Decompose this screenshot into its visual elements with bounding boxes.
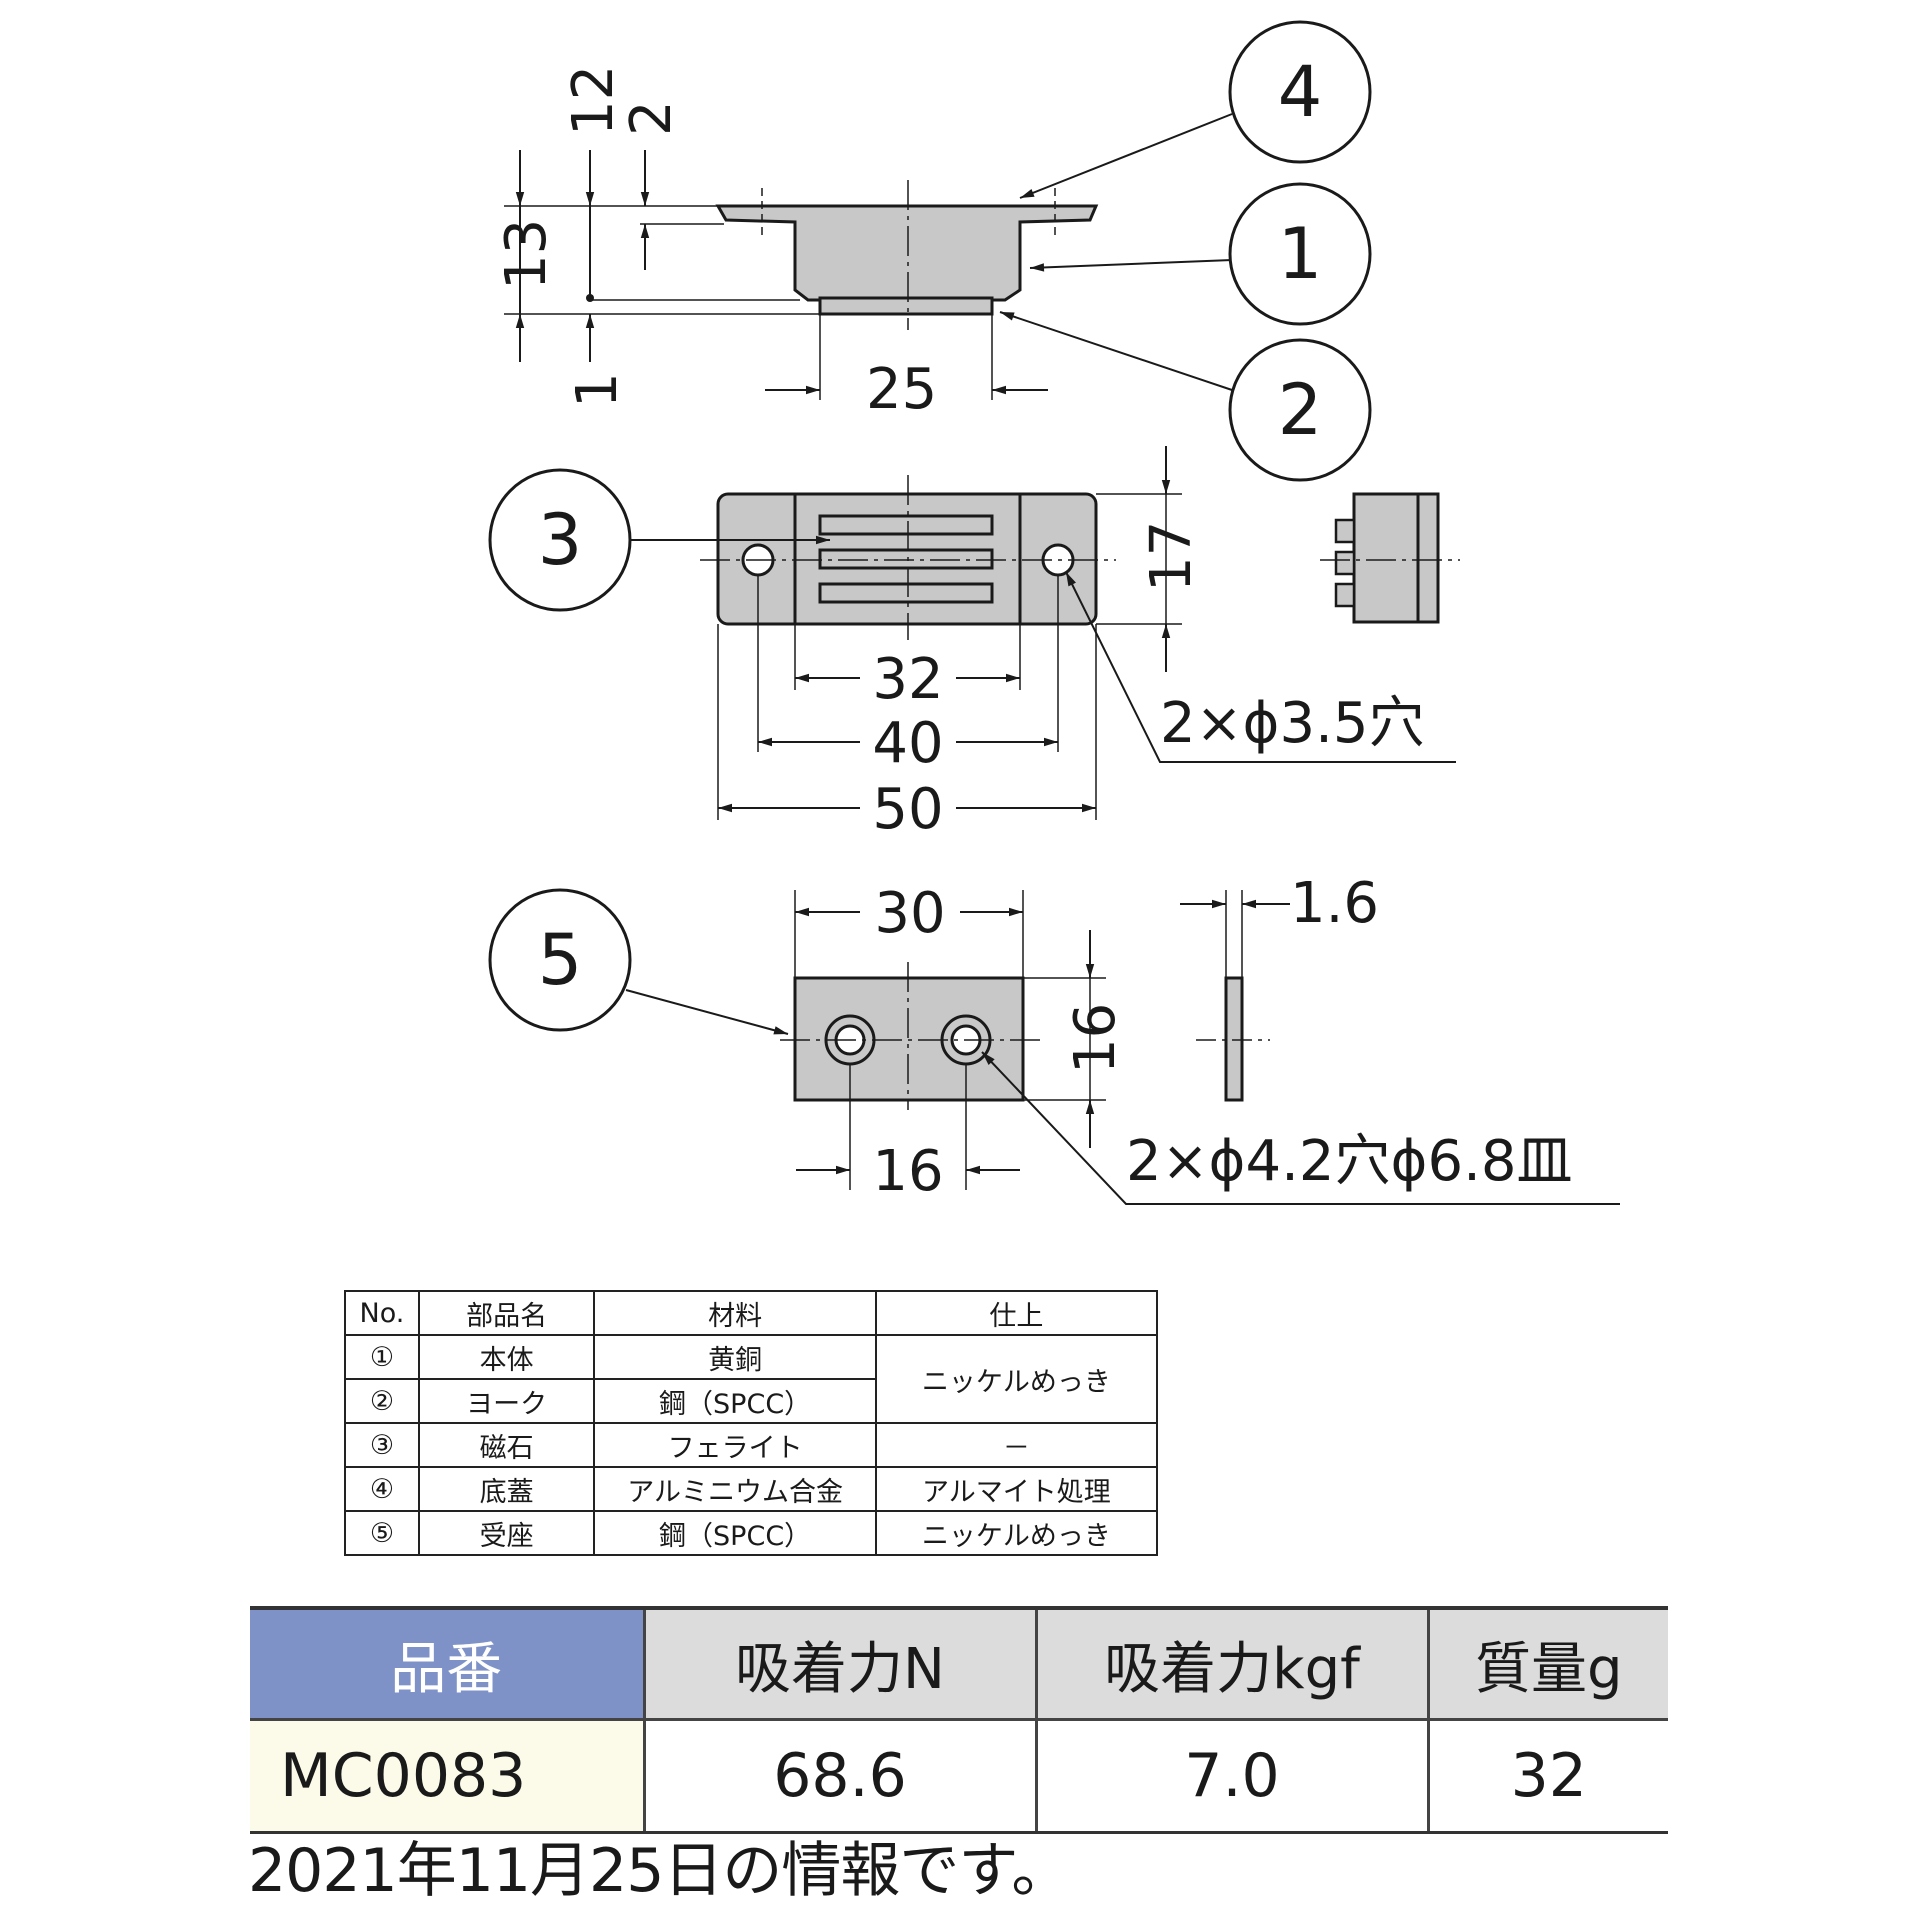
- force-n-value: 68.6: [642, 1719, 1036, 1834]
- dim-12: 12: [561, 65, 626, 136]
- yoke-side: [818, 296, 994, 316]
- table-row: ④ 底蓋 アルミニウム合金 アルマイト処理: [344, 1466, 1159, 1512]
- row-no: ①: [344, 1334, 420, 1380]
- dim-16-height: 16: [1063, 1003, 1128, 1074]
- table-row: ⑤ 受座 鋼（SPCC） ニッケルめっき: [344, 1510, 1159, 1556]
- dim-13: 13: [494, 219, 559, 290]
- dim-25: 25: [866, 357, 937, 422]
- dim-32: 32: [872, 647, 943, 712]
- technical-drawing: 12 2 13 1 25 4 1 2: [488, 20, 1620, 1205]
- row-part-name: 本体: [417, 1334, 596, 1380]
- callout-4: [1228, 20, 1372, 164]
- callout-3: [488, 468, 632, 612]
- parts-table: No. 部品名 材料 仕上 ① 本体 黄銅 ニッケルめっき ② ヨーク 鋼（SP…: [344, 1290, 1159, 1556]
- hole-note-front: 2×ϕ3.5穴: [1160, 691, 1425, 756]
- callout-2-label: 2: [1278, 369, 1323, 451]
- header-finish: 仕上: [874, 1290, 1159, 1336]
- callout-5-label: 5: [538, 919, 583, 1001]
- row-finish: －: [874, 1422, 1159, 1468]
- header-part-number: 品番: [250, 1608, 644, 1721]
- row-part-name: 磁石: [417, 1422, 596, 1468]
- row-finish: ニッケルめっき: [874, 1334, 1159, 1424]
- dim-1: 1: [565, 372, 630, 408]
- table-row: MC0083 68.6 7.0 32: [250, 1719, 1668, 1834]
- part-number: MC0083: [250, 1719, 644, 1834]
- table-row: ① 本体 黄銅 ニッケルめっき: [344, 1334, 1159, 1424]
- parts-table-header: No. 部品名 材料 仕上: [344, 1290, 1159, 1336]
- dim-1-6: 1.6: [1290, 871, 1379, 936]
- front-view: 17 32 40 50 2×ϕ3.5穴 3: [488, 446, 1460, 842]
- callout-3-label: 3: [538, 499, 583, 581]
- row-no: ⑤: [344, 1510, 420, 1556]
- row-material: 鋼（SPCC）: [593, 1510, 877, 1556]
- mass-value: 32: [1426, 1719, 1668, 1834]
- row-material: アルミニウム合金: [593, 1466, 877, 1512]
- row-part-name: 受座: [417, 1510, 596, 1556]
- row-finish: ニッケルめっき: [874, 1510, 1159, 1556]
- dim-17: 17: [1139, 521, 1204, 592]
- info-date-note: 2021年11月25日の情報です。: [248, 1836, 1071, 1906]
- row-material: フェライト: [593, 1422, 877, 1468]
- row-material: 鋼（SPCC）: [593, 1378, 877, 1424]
- hole-note-strike: 2×ϕ4.2穴ϕ6.8皿: [1126, 1129, 1573, 1194]
- callout-2: [1228, 338, 1372, 482]
- top-view: 12 2 13 1 25 4 1 2: [494, 20, 1372, 482]
- dim-50: 50: [872, 777, 943, 842]
- row-no: ④: [344, 1466, 420, 1512]
- header-no: No.: [344, 1290, 420, 1336]
- callout-5: [488, 888, 632, 1032]
- catch-side-small: [1352, 492, 1440, 624]
- row-part-name: 底蓋: [417, 1466, 596, 1512]
- header-force-n: 吸着力N: [642, 1608, 1036, 1721]
- row-no: ②: [344, 1378, 420, 1424]
- row-no: ③: [344, 1422, 420, 1468]
- strike-view: 1.6 30 16 16 2×ϕ4.2穴ϕ6.8皿 5: [488, 871, 1620, 1205]
- dim-40: 40: [872, 711, 943, 776]
- magnet-slot: [818, 514, 994, 536]
- callout-4-label: 4: [1278, 51, 1323, 133]
- row-material: 黄銅: [593, 1334, 877, 1380]
- dim-16-width: 16: [872, 1139, 943, 1204]
- spec-table-header: 品番 吸着力N 吸着力kgf 質量g: [250, 1608, 1668, 1721]
- callout-1: [1228, 182, 1372, 326]
- header-mass: 質量g: [1426, 1608, 1668, 1721]
- magnet-slot: [818, 548, 994, 570]
- dim-30: 30: [874, 881, 945, 946]
- force-kgf-value: 7.0: [1034, 1719, 1428, 1834]
- strike-plate-side: [1224, 976, 1244, 1102]
- header-force-kgf: 吸着力kgf: [1034, 1608, 1428, 1721]
- header-material: 材料: [593, 1290, 877, 1336]
- table-row: ② ヨーク 鋼（SPCC）: [344, 1378, 1157, 1424]
- spec-table: 品番 吸着力N 吸着力kgf 質量g MC0083 68.6 7.0 32: [250, 1606, 1668, 1834]
- table-row: ③ 磁石 フェライト －: [344, 1422, 1159, 1468]
- magnet-slot: [818, 582, 994, 604]
- catch-body-side: [715, 204, 1099, 302]
- dim-2-top: 2: [619, 100, 684, 136]
- row-finish: アルマイト処理: [874, 1466, 1159, 1512]
- callout-1-label: 1: [1278, 213, 1323, 295]
- header-part-name: 部品名: [417, 1290, 596, 1336]
- row-part-name: ヨーク: [417, 1378, 596, 1424]
